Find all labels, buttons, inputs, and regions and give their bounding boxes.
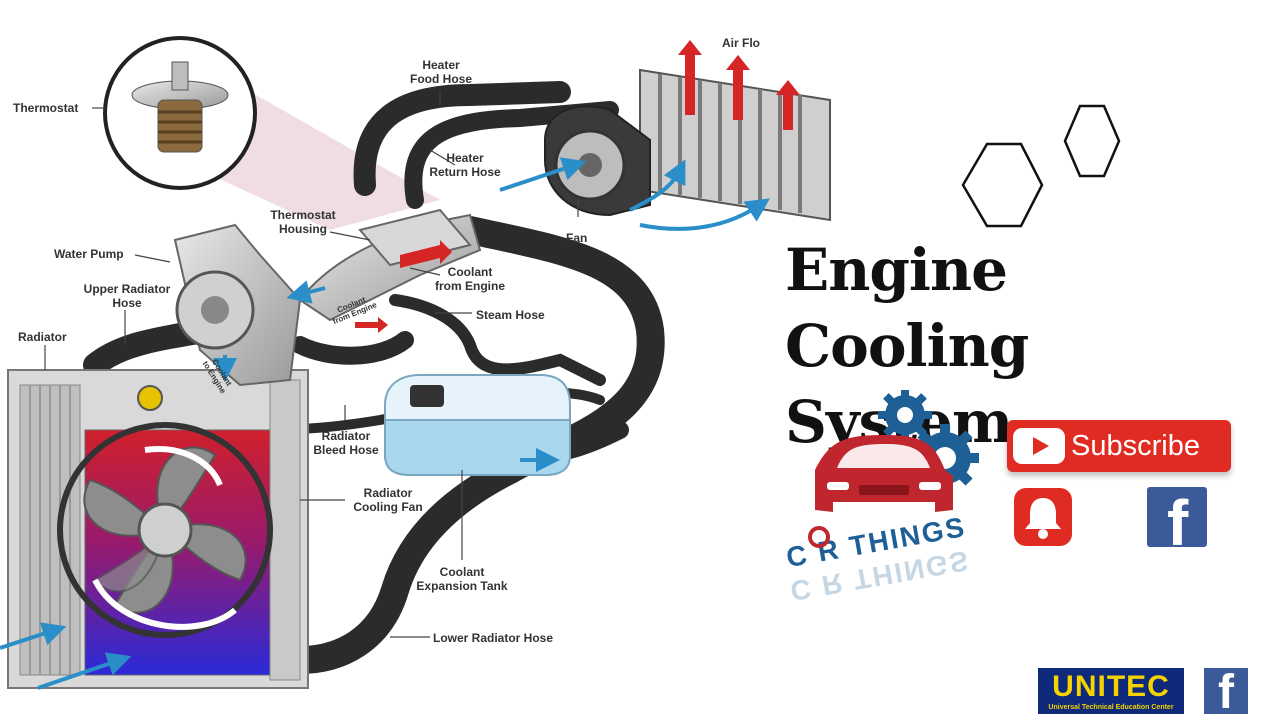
hot-flow-arrows	[355, 40, 800, 333]
radiator-cooling-fan	[57, 422, 273, 638]
facebook-glyph: f	[1167, 487, 1189, 559]
label-heater-return-hose: Heater Return Hose	[429, 151, 501, 179]
leader-lines	[44, 90, 579, 638]
steam-hose	[389, 294, 606, 386]
water-pump	[173, 223, 302, 387]
unitec-tagline: Universal Technical Education Center	[1048, 704, 1174, 711]
label-coolant-expansion-tank: Coolant Expansion Tank	[416, 565, 508, 593]
subscribe-label: Subscribe	[1071, 429, 1200, 462]
car-things-logo: C R THINGS C R THINGS	[775, 388, 995, 615]
label-steam-hose: Steam Hose	[476, 308, 545, 322]
label-upper-radiator-hose: Upper Radiator Hose	[83, 282, 171, 310]
label-water-pump: Water Pump	[54, 247, 124, 261]
car-icon	[815, 435, 953, 512]
label-thermostat-housing: Thermostat Housing	[270, 208, 336, 236]
unitec-name: UNITEC	[1052, 670, 1170, 703]
coolant-flow-arrows	[0, 157, 770, 690]
label-radiator-bleed-hose: Radiator Bleed Hose	[313, 429, 379, 457]
label-thermostat: Thermostat	[13, 101, 79, 115]
heater-food-hose	[353, 81, 571, 196]
coolant-expansion-tank	[384, 374, 571, 476]
label-lower-radiator-hose: Lower Radiator Hose	[433, 631, 554, 645]
hexagon-icon	[961, 142, 1044, 228]
diagram-artwork	[0, 36, 831, 690]
label-fan: Fan	[566, 231, 588, 245]
label-air-flow: Air Flo	[722, 36, 760, 50]
subscribe-button[interactable]: Subscribe	[1007, 420, 1231, 472]
facebook-icon[interactable]: f	[1204, 666, 1248, 719]
unitec-logo: UNITEC Universal Technical Education Cen…	[1038, 668, 1184, 714]
bell-icon[interactable]	[1014, 488, 1072, 546]
heater-fan	[544, 105, 651, 217]
cooling-system-diagram: Thermostat Heater Food Hose Air Flo Heat…	[0, 36, 831, 690]
bypass-hose	[291, 331, 414, 365]
youtube-play-icon	[1007, 426, 1071, 466]
hexagon-icon	[1063, 104, 1121, 178]
heater-return-hose	[404, 101, 619, 209]
label-heater-food-hose: Heater Food Hose	[410, 58, 472, 86]
hexagon-decoration	[955, 100, 1135, 235]
thermostat-callout	[103, 36, 440, 230]
facebook-glyph: f	[1218, 666, 1234, 719]
facebook-icon[interactable]: f	[1147, 487, 1207, 559]
label-radiator-cooling-fan: Radiator Cooling Fan	[353, 486, 423, 514]
label-coolant-from-engine: Coolant from Engine	[434, 265, 505, 293]
label-radiator: Radiator	[18, 330, 67, 344]
